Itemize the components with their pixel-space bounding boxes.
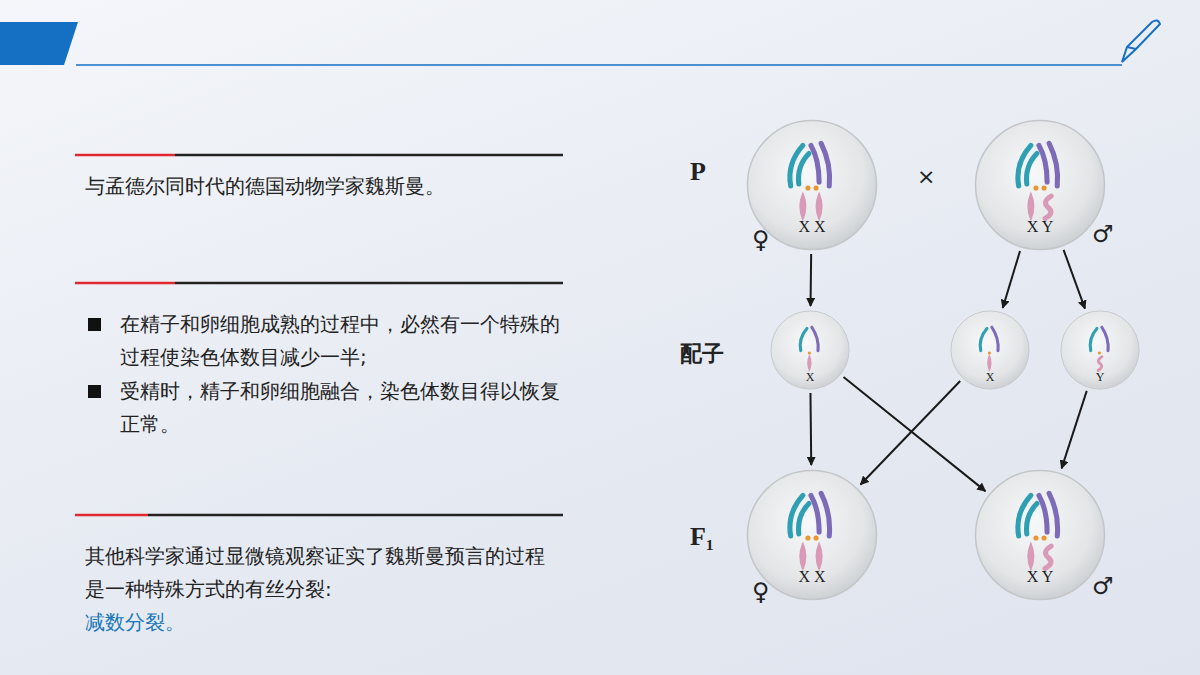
figure-label: 配子	[680, 340, 750, 369]
cell-circle: X Y	[974, 119, 1106, 251]
chromosome-label: X X	[746, 569, 878, 585]
cell-circle: X X	[746, 119, 878, 251]
body-text: 受精时，精子和卵细胞融合，染色体数目得以恢复正常。	[120, 375, 565, 441]
inheritance-arrow	[1064, 250, 1085, 309]
figure-label: ×	[917, 163, 947, 192]
body-text: 其他科学家通过显微镜观察证实了魏斯曼预言的过程是一种特殊方式的有丝分裂:	[85, 540, 563, 606]
chromosome-label: X X	[746, 219, 878, 235]
body-text: 在精子和卵细胞成熟的过程中，必然有一个特殊的过程使染色体数目减少一半;	[120, 308, 565, 374]
pen-icon	[1122, 20, 1160, 62]
inheritance-arrow	[810, 254, 813, 306]
chromosome-label: X	[950, 371, 1030, 383]
cell-circle: X Y	[974, 469, 1106, 601]
bullet-square	[88, 318, 101, 331]
body-text: 与孟德尔同时代的德国动物学家魏斯曼。	[85, 170, 565, 203]
gamete-circle: Y	[1060, 310, 1140, 390]
title-rule	[76, 64, 1122, 66]
inheritance-arrow	[861, 381, 961, 485]
chromosome-label: Y	[1060, 371, 1140, 383]
figure-label: P	[690, 155, 730, 189]
inheritance-arrow	[1003, 251, 1020, 308]
title-tab	[0, 22, 78, 65]
gamete-circle: X	[950, 310, 1030, 390]
figure-label: ♂	[1092, 219, 1122, 250]
bullet-square	[88, 385, 101, 398]
body-text: 减数分裂。	[85, 606, 385, 639]
cell-circle: X X	[746, 469, 878, 601]
figure-label: F₁	[690, 520, 740, 554]
inheritance-arrow	[809, 393, 812, 465]
figure-label: ♂	[1092, 571, 1122, 602]
inheritance-arrow	[1062, 391, 1087, 469]
chromosome-label: X	[770, 371, 850, 383]
chromosome-label: X Y	[974, 219, 1106, 235]
chromosome-label: X Y	[974, 569, 1106, 585]
gamete-circle: X	[770, 310, 850, 390]
inheritance-arrow	[844, 377, 986, 491]
